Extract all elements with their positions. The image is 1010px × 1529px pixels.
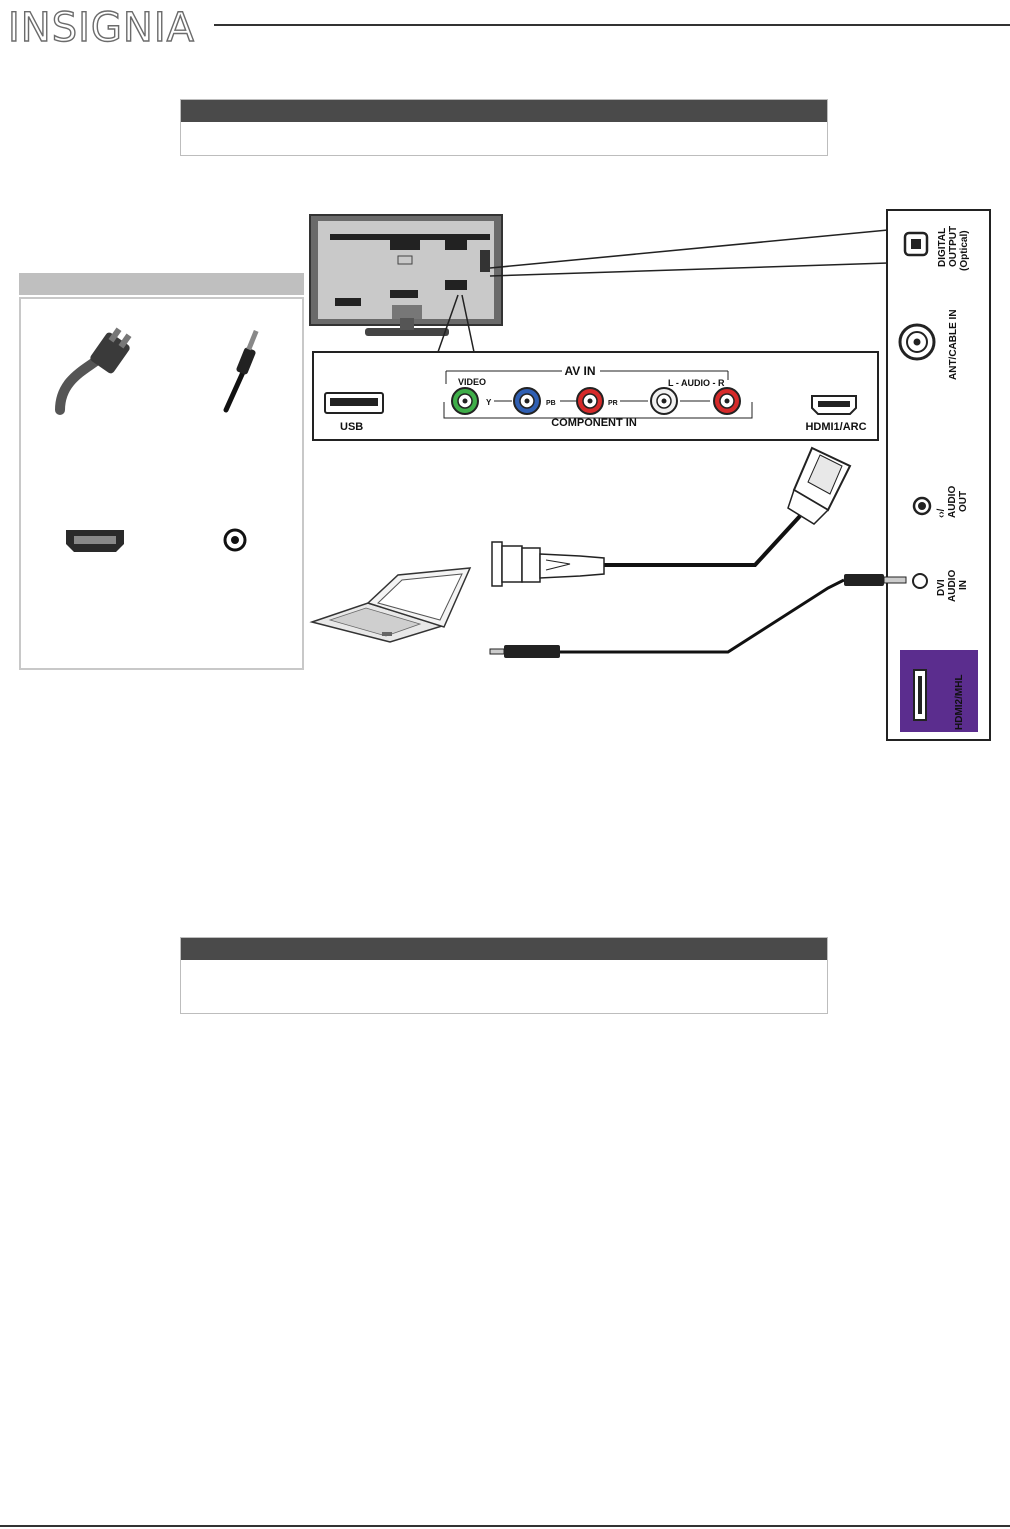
note-header-bar (181, 938, 827, 960)
dvi-audio-jack (912, 573, 928, 589)
usb-port (324, 392, 384, 414)
audio-cable-icon (223, 329, 259, 413)
label-av-in: AV IN (564, 364, 595, 378)
hdmi2-port (913, 669, 927, 721)
jack-y (451, 387, 479, 415)
audio-plug-right (844, 574, 907, 586)
legend-header-bar (19, 273, 304, 295)
note-header-bar (181, 100, 827, 122)
label-audio-lr: L - AUDIO - R (668, 378, 725, 388)
note-box-top (180, 99, 828, 156)
legend-box (19, 297, 304, 670)
label-audio-out-2: AUDIO (947, 486, 958, 518)
hdmi-dvi-cable-icon (55, 327, 132, 415)
headphone-jack (912, 496, 932, 516)
coax-port (898, 323, 936, 361)
hdmi-plug (787, 446, 852, 525)
label-y: Y (486, 398, 492, 407)
label-hdmi1: HDMI1/ARC (805, 421, 866, 433)
label-pr: PR (608, 400, 618, 407)
jack-pr (576, 387, 604, 415)
label-dvi-audio-3: IN (958, 580, 969, 590)
label-usb: USB (340, 421, 363, 433)
label-hdmi2: HDMI2/MHL (954, 674, 965, 730)
optical-port (903, 231, 929, 257)
label-dvi-audio-1: DVI (936, 579, 947, 596)
jack-audio-l (650, 387, 678, 415)
tv-back-icon (309, 214, 503, 336)
label-audio-out-3: OUT (958, 491, 969, 512)
label-optical: (Optical) (959, 230, 970, 271)
dvi-plug (491, 541, 605, 587)
footer-rule (0, 1525, 1010, 1527)
label-audio-out-1: ‹›/ (936, 508, 947, 518)
hdmi2-panel (900, 650, 978, 732)
jack-pb (513, 387, 541, 415)
laptop-icon (309, 567, 472, 643)
audio-jack-icon (223, 528, 247, 552)
label-ant-cable-in: ANT/CABLE IN (948, 309, 959, 380)
label-output: OUTPUT (948, 226, 959, 267)
audio-plug-left (489, 645, 560, 658)
hdmi1-port (811, 395, 857, 415)
label-dvi-audio-2: AUDIO (947, 570, 958, 602)
header-rule (214, 24, 1010, 26)
brand-logo: INSIGNIA (7, 5, 195, 51)
label-pb: PB (546, 400, 556, 407)
note-box-bottom (180, 937, 828, 1014)
jack-audio-r (713, 387, 741, 415)
hdmi-jack-icon (66, 530, 124, 552)
label-component-in: COMPONENT IN (551, 417, 637, 429)
label-digital: DIGITAL (937, 228, 948, 267)
label-video: VIDEO (458, 377, 486, 387)
